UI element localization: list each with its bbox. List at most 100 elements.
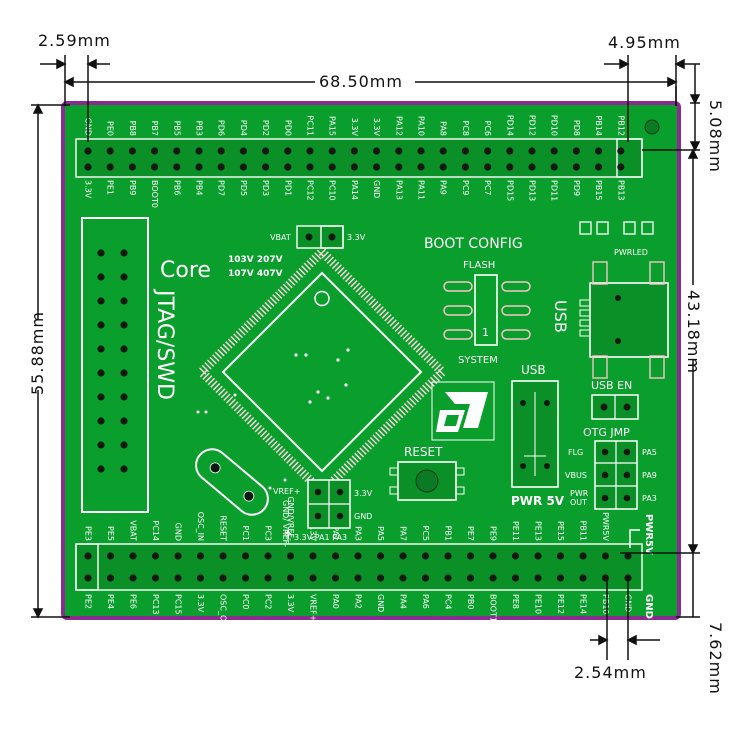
- top-header-pin: [106, 147, 114, 155]
- bottom-header-pin: [444, 574, 452, 582]
- top-header-pin: [106, 163, 114, 171]
- top-header-pin-label: PD14: [505, 115, 514, 136]
- core-title: Core: [160, 258, 211, 283]
- reset-button[interactable]: [389, 461, 465, 501]
- top-header-pin: [484, 147, 492, 155]
- reset-label: RESET: [404, 445, 443, 459]
- top-header-pin1-box: [616, 138, 643, 178]
- top-header-pin-label: PD1: [283, 180, 292, 196]
- top-header-pin: [617, 163, 625, 171]
- usb-connector: [579, 261, 669, 379]
- arrow-icon: [284, 530, 292, 540]
- top-header-pin-label: PA10: [417, 116, 426, 136]
- usb-jumper-bottom-label: PWR 5V: [511, 494, 565, 508]
- bottom-header-pin: [219, 552, 227, 560]
- top-header-pin: [417, 147, 425, 155]
- jtag-pin: [97, 417, 105, 425]
- bottom-header-pin-label: PB1: [444, 526, 453, 541]
- top-header-pin-label: BOOT0: [150, 180, 159, 208]
- top-header-pin: [306, 147, 314, 155]
- otg-left-label: OUT: [570, 498, 587, 507]
- bottom-header-pin: [601, 552, 610, 560]
- boot-flash-label: FLASH: [463, 260, 495, 271]
- bottom-header-pin: [196, 574, 205, 582]
- otg-jmp-label: OTG JMP: [583, 426, 630, 439]
- top-header-pin: [84, 147, 92, 155]
- top-header-pin-label: PB6: [172, 180, 181, 195]
- top-header-pin-label: PD6: [217, 120, 226, 136]
- top-header-pin: [84, 163, 92, 171]
- jumper-pin: [520, 400, 526, 406]
- bottom-header-pin: [601, 574, 610, 582]
- top-header-pin: [217, 163, 225, 171]
- bottom-header-pin-label: PC1: [241, 526, 250, 542]
- top-header-pin-label: PE1: [106, 180, 115, 195]
- top-header-pin: [395, 147, 403, 155]
- top-header-pin: [506, 163, 514, 171]
- top-header-pin: [151, 147, 159, 155]
- top-header-pin: [284, 163, 292, 171]
- top-header-pin-label: PB14: [594, 116, 603, 137]
- bottom-header-pin-label: PA6: [421, 594, 430, 609]
- jtag-pin: [120, 249, 128, 257]
- top-header-pin: [550, 147, 558, 155]
- bottom-header-pin: [174, 574, 182, 582]
- dim-pitch: 2.54mm: [574, 663, 647, 682]
- vref-3v3-label: 3.3V: [354, 489, 373, 498]
- otg-pin: [623, 448, 631, 456]
- top-header-pin-label: PE0: [106, 121, 115, 136]
- bottom-header-pin-label: PE9: [489, 526, 498, 541]
- otg-right-label: PA3: [642, 494, 657, 503]
- bottom-header-pin: [399, 552, 407, 560]
- vref-pin: [314, 512, 322, 520]
- top-header-pin-label: PD13: [528, 180, 537, 201]
- vbat-pin: [305, 233, 313, 241]
- bottom-header-pin: [106, 552, 115, 560]
- jtag-connector: [81, 217, 149, 513]
- bottom-header-pin: [421, 574, 430, 582]
- top-header-pin: [550, 163, 558, 171]
- jtag-pin: [97, 369, 105, 377]
- jtag-pin: [97, 345, 105, 353]
- st-logo: [431, 381, 495, 441]
- bottom-header-pin: [556, 552, 565, 560]
- top-header-pin-label: PD7: [217, 180, 226, 196]
- bottom-header-pin: [534, 574, 542, 582]
- top-header-pin-label: PC7: [483, 180, 492, 196]
- top-header-pin: [262, 147, 270, 155]
- top-header-pin-label: PB9: [128, 180, 137, 195]
- bottom-header-pin: [624, 552, 632, 560]
- top-header-pin-label: PD9: [572, 180, 581, 196]
- bottom-header-pin: [286, 574, 295, 582]
- otg-pin: [601, 471, 609, 479]
- top-header-pin-label: 3.3V: [84, 180, 93, 199]
- jtag-pin: [120, 297, 128, 305]
- bottom-header-pin-label: PC15: [174, 594, 183, 615]
- top-header-pin: [239, 147, 247, 155]
- bottom-header-pin-label: PA1: [331, 526, 340, 541]
- top-header-pin-label: 3.3V: [350, 118, 359, 137]
- pin-marker-icon: [629, 529, 640, 548]
- bottom-header-pin-label: PE4: [106, 594, 115, 609]
- bottom-header-pin-label: PC0: [241, 594, 250, 610]
- top-header-pin: [239, 163, 247, 171]
- bottom-header-pin-label: GND: [376, 594, 385, 612]
- dim-right-offset: 4.95mm: [608, 33, 681, 52]
- top-header-pin-label: 3.3V: [372, 118, 381, 137]
- top-header-pin: [306, 163, 314, 171]
- jtag-pin: [97, 441, 105, 449]
- bottom-header-pin-label: PC3: [264, 526, 273, 542]
- boot-config-title: BOOT CONFIG: [424, 236, 523, 252]
- top-header-pin: [417, 163, 425, 171]
- dim-header-spacing: 43.18mm: [684, 290, 703, 374]
- bottom-header-pin: [534, 552, 542, 560]
- otg-left-label: FLG: [568, 448, 583, 457]
- otg-left-label: VBUS: [565, 471, 587, 480]
- top-header-pin: [528, 163, 536, 171]
- bottom-header-pin-label: OSC_IN: [196, 512, 205, 541]
- bottom-header-pin-label: 3.3V: [286, 594, 295, 613]
- jtag-pins: [97, 249, 128, 473]
- bottom-header-pin: [421, 552, 430, 560]
- top-header-pin: [528, 147, 536, 155]
